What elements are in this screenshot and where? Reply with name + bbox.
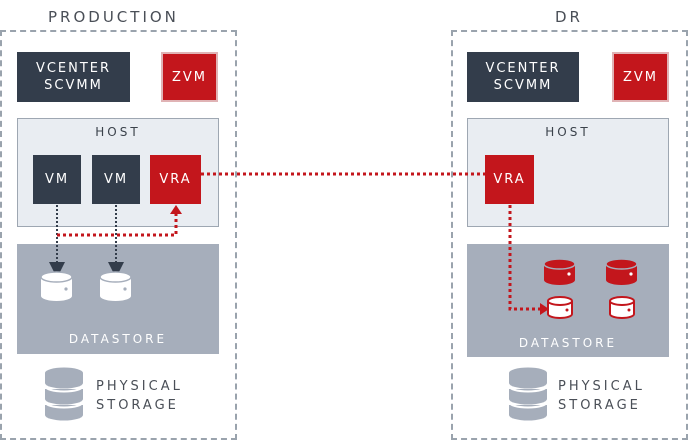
dr-zvm-label: ZVM bbox=[622, 69, 658, 85]
dr-zvm-box: ZVM bbox=[612, 52, 669, 102]
dr-vcenter-label: VCENTER bbox=[485, 61, 561, 76]
production-datastore-label: DATASTORE bbox=[68, 332, 168, 346]
dr-title: DR bbox=[555, 8, 583, 26]
production-vcenter-box: VCENTER SCVMM bbox=[17, 52, 130, 102]
production-scvmm-label: SCVMM bbox=[44, 78, 103, 93]
production-vm-1-label: VM bbox=[44, 172, 70, 187]
production-zvm-label: ZVM bbox=[171, 69, 207, 85]
production-physical-storage-label: PHYSICAL STORAGE bbox=[96, 377, 183, 415]
production-vm-1: VM bbox=[33, 155, 81, 204]
dr-physical-storage-label: PHYSICAL STORAGE bbox=[558, 377, 645, 415]
production-vra-box: VRA bbox=[150, 155, 201, 204]
dr-datastore-label: DATASTORE bbox=[518, 336, 618, 350]
production-site bbox=[0, 30, 237, 440]
production-vra-label: VRA bbox=[159, 172, 192, 187]
dr-vra-box: VRA bbox=[485, 155, 534, 204]
dr-host-label: HOST bbox=[545, 125, 591, 139]
dr-datastore: DATASTORE bbox=[467, 244, 669, 357]
dr-storage-label: STORAGE bbox=[558, 398, 641, 413]
production-zvm-box: ZVM bbox=[161, 52, 218, 102]
production-vm-2-label: VM bbox=[103, 172, 129, 187]
production-vcenter-label: VCENTER bbox=[35, 61, 112, 76]
production-host-label: HOST bbox=[95, 125, 141, 139]
production-physical-label: PHYSICAL bbox=[96, 379, 183, 394]
production-vm-2: VM bbox=[92, 155, 140, 204]
production-storage-label: STORAGE bbox=[96, 398, 179, 413]
production-title: PRODUCTION bbox=[48, 8, 179, 26]
dr-vcenter-box: VCENTER SCVMM bbox=[467, 52, 579, 102]
dr-site bbox=[451, 30, 688, 440]
dr-vra-label: VRA bbox=[493, 172, 526, 187]
dr-scvmm-label: SCVMM bbox=[493, 78, 553, 93]
dr-physical-label: PHYSICAL bbox=[558, 379, 645, 394]
production-datastore: DATASTORE bbox=[17, 244, 219, 354]
